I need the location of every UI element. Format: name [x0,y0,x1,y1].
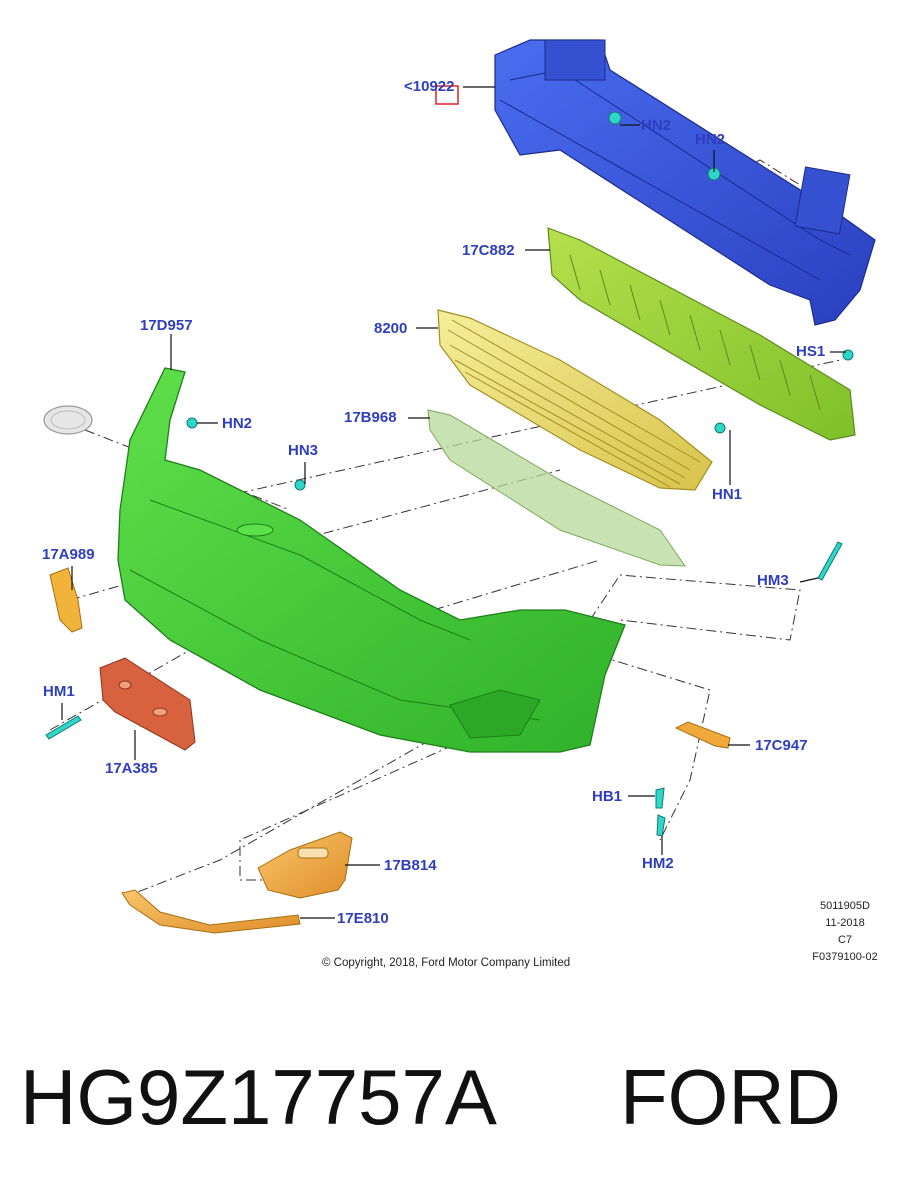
callout-hm2: HM2 [642,855,674,872]
callout-absorber: 17C882 [462,242,515,259]
diagram-meta: 5011905D 11-2018 C7 F0379100-02 [805,898,885,966]
leader-lines [61,86,846,919]
callout-hn2-left: HN2 [222,415,253,432]
bumper-cover [117,367,626,753]
callout-right-bracket: 17C947 [755,737,808,754]
meta-code: 5011905D [820,900,870,912]
callout-moulding: 17E810 [337,910,389,927]
meta-date: 11-2018 [825,917,865,929]
callout-left-bracket: 17A989 [42,546,95,563]
callout-hn2-top-a: HN2 [641,117,672,134]
callout-grille: 8200 [374,320,408,337]
ford-emblem [43,405,93,435]
callout-hm1: HM1 [43,683,75,700]
copyright-notice: © Copyright, 2018, Ford Motor Company Li… [322,957,571,969]
callout-hn3: HN3 [288,442,319,459]
callout-bumper-cover: 17D957 [140,317,193,334]
callout-license-bracket: 17A385 [105,760,158,777]
radiator-grille [437,309,713,491]
lower-moulding [121,889,301,934]
callout-hn1: HN1 [712,486,743,503]
license-plate-bracket [99,657,196,751]
callout-hb1: HB1 [592,788,623,805]
meta-figure: F0379100-02 [812,951,878,963]
callout-hn2-top-b: HN2 [695,131,726,148]
right-bracket [674,721,731,749]
highlight-marker [435,85,459,105]
fog-lamp-bezel [257,831,353,899]
callout-hm3: HM3 [757,572,789,589]
callout-hs1: HS1 [796,343,826,360]
meta-revision: C7 [837,934,853,946]
lower-grille [427,409,686,567]
exploded-parts-diagram [43,39,876,934]
bumper-reinforcement [494,39,876,326]
part-number: HG9Z17757A [20,1053,497,1141]
brand-name: FORD [620,1053,841,1141]
impact-absorber [547,227,856,441]
callout-lower-grille: 17B968 [344,409,397,426]
callout-reinforcement: <10922 [404,78,455,95]
left-bracket [49,567,83,633]
callout-fog-bezel: 17B814 [384,857,437,874]
fasteners [45,111,854,837]
